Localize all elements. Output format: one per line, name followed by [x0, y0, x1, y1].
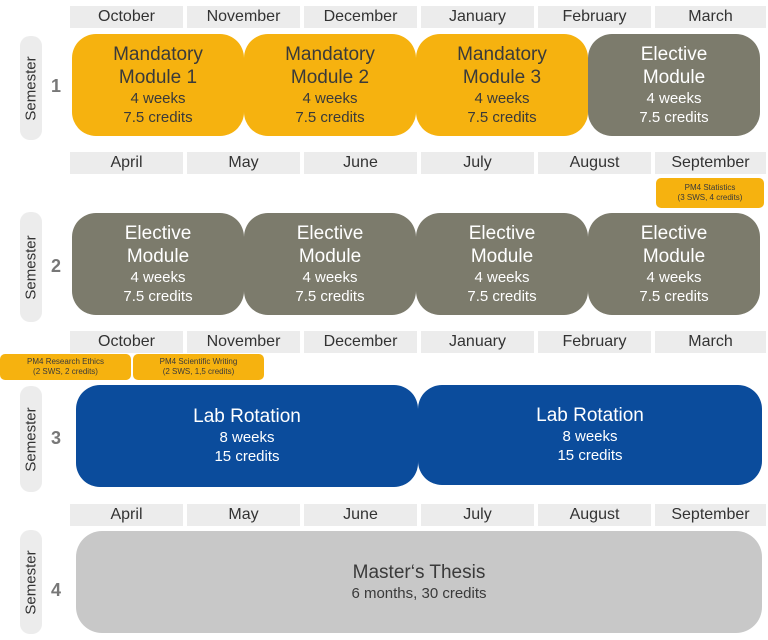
month-cell: October — [70, 331, 183, 353]
elective-module: Elective Module 4 weeks 7.5 credits — [244, 213, 416, 315]
module-credits: 15 credits — [557, 446, 623, 464]
elective-module: Elective Module 4 weeks 7.5 credits — [588, 34, 760, 136]
semester-label: Semester — [22, 234, 40, 300]
tag-title: PM4 Statistics — [684, 183, 736, 193]
month-cell: December — [304, 331, 417, 353]
module-duration: 4 weeks — [302, 90, 358, 107]
month-cell: November — [187, 6, 300, 28]
pm4-scientific-writing-tag: PM4 Scientific Writing (2 SWS, 1,5 credi… — [133, 354, 264, 380]
module-credits: 7.5 credits — [639, 287, 709, 305]
module-credits: 7.5 credits — [467, 108, 537, 126]
semester-2-number: 2 — [50, 256, 61, 276]
module-credits: 15 credits — [214, 447, 280, 465]
module-title: Mandatory Module 1 — [113, 43, 203, 89]
module-credits: 7.5 credits — [295, 287, 365, 305]
tag-detail: (3 SWS, 4 credits) — [677, 193, 743, 202]
lab-rotation-1: Lab Rotation 8 weeks 15 credits — [76, 385, 418, 487]
module-duration: 4 weeks — [646, 90, 702, 107]
month-cell: August — [538, 504, 651, 526]
month-cell: April — [70, 504, 183, 526]
semester-3-number: 3 — [50, 428, 61, 448]
module-credits: 7.5 credits — [123, 108, 193, 126]
pm4-statistics-tag: PM4 Statistics (3 SWS, 4 credits) — [656, 178, 764, 208]
elective-module: Elective Module 4 weeks 7.5 credits — [72, 213, 244, 315]
month-cell: February — [538, 331, 651, 353]
module-title: Elective Module — [640, 222, 708, 268]
semester-4-number: 4 — [50, 580, 61, 600]
semester-4-tab: Semester — [20, 530, 42, 634]
semester-2-tab: Semester — [20, 212, 42, 322]
module-title: Elective Module — [468, 222, 536, 268]
module-title: Lab Rotation — [193, 406, 301, 428]
module-duration: 4 weeks — [474, 90, 530, 107]
month-cell: April — [70, 152, 183, 174]
month-cell: February — [538, 6, 651, 28]
month-cell: November — [187, 331, 300, 353]
module-duration: 4 weeks — [130, 90, 186, 107]
module-duration: 8 weeks — [219, 429, 275, 447]
masters-thesis: Master‘s Thesis 6 months, 30 credits — [76, 531, 762, 633]
month-cell: July — [421, 504, 534, 526]
month-cell: January — [421, 331, 534, 353]
tag-detail: (2 SWS, 2 credits) — [33, 367, 98, 376]
semester-1-number: 1 — [50, 76, 61, 96]
semester-1-tab: Semester — [20, 36, 42, 140]
module-credits: 7.5 credits — [123, 287, 193, 305]
month-cell: September — [655, 152, 766, 174]
mandatory-module-2: Mandatory Module 2 4 weeks 7.5 credits — [244, 34, 416, 136]
month-cell: August — [538, 152, 651, 174]
mandatory-module-3: Mandatory Module 3 4 weeks 7.5 credits — [416, 34, 588, 136]
elective-module: Elective Module 4 weeks 7.5 credits — [588, 213, 760, 315]
mandatory-module-1: Mandatory Module 1 4 weeks 7.5 credits — [72, 34, 244, 136]
month-cell: March — [655, 6, 766, 28]
module-title: Elective Module — [124, 222, 192, 268]
module-duration: 4 weeks — [302, 269, 358, 286]
module-title: Master‘s Thesis — [352, 561, 486, 583]
tag-detail: (2 SWS, 1,5 credits) — [162, 367, 235, 376]
module-duration: 4 weeks — [130, 269, 186, 286]
month-cell: May — [187, 152, 300, 174]
module-duration: 4 weeks — [646, 269, 702, 286]
semester-3-tab: Semester — [20, 386, 42, 492]
month-cell: June — [304, 504, 417, 526]
module-detail: 6 months, 30 credits — [351, 584, 487, 602]
module-title: Elective Module — [640, 43, 708, 89]
module-credits: 7.5 credits — [639, 108, 709, 126]
module-credits: 7.5 credits — [295, 108, 365, 126]
month-cell: March — [655, 331, 766, 353]
semester-label: Semester — [22, 55, 40, 121]
module-credits: 7.5 credits — [467, 287, 537, 305]
lab-rotation-2: Lab Rotation 8 weeks 15 credits — [418, 385, 762, 485]
tag-title: PM4 Research Ethics — [27, 357, 104, 367]
module-duration: 4 weeks — [474, 269, 530, 286]
elective-module: Elective Module 4 weeks 7.5 credits — [416, 213, 588, 315]
module-title: Lab Rotation — [536, 405, 644, 427]
semester-label: Semester — [22, 549, 40, 615]
month-cell: January — [421, 6, 534, 28]
month-cell: September — [655, 504, 766, 526]
month-cell: May — [187, 504, 300, 526]
month-cell: June — [304, 152, 417, 174]
month-cell: December — [304, 6, 417, 28]
semester-label: Semester — [22, 406, 40, 472]
pm4-research-ethics-tag: PM4 Research Ethics (2 SWS, 2 credits) — [0, 354, 131, 380]
module-title: Mandatory Module 3 — [457, 43, 547, 89]
tag-title: PM4 Scientific Writing — [159, 357, 238, 367]
module-title: Mandatory Module 2 — [285, 43, 375, 89]
month-cell: July — [421, 152, 534, 174]
module-title: Elective Module — [296, 222, 364, 268]
module-duration: 8 weeks — [562, 428, 618, 446]
month-cell: October — [70, 6, 183, 28]
